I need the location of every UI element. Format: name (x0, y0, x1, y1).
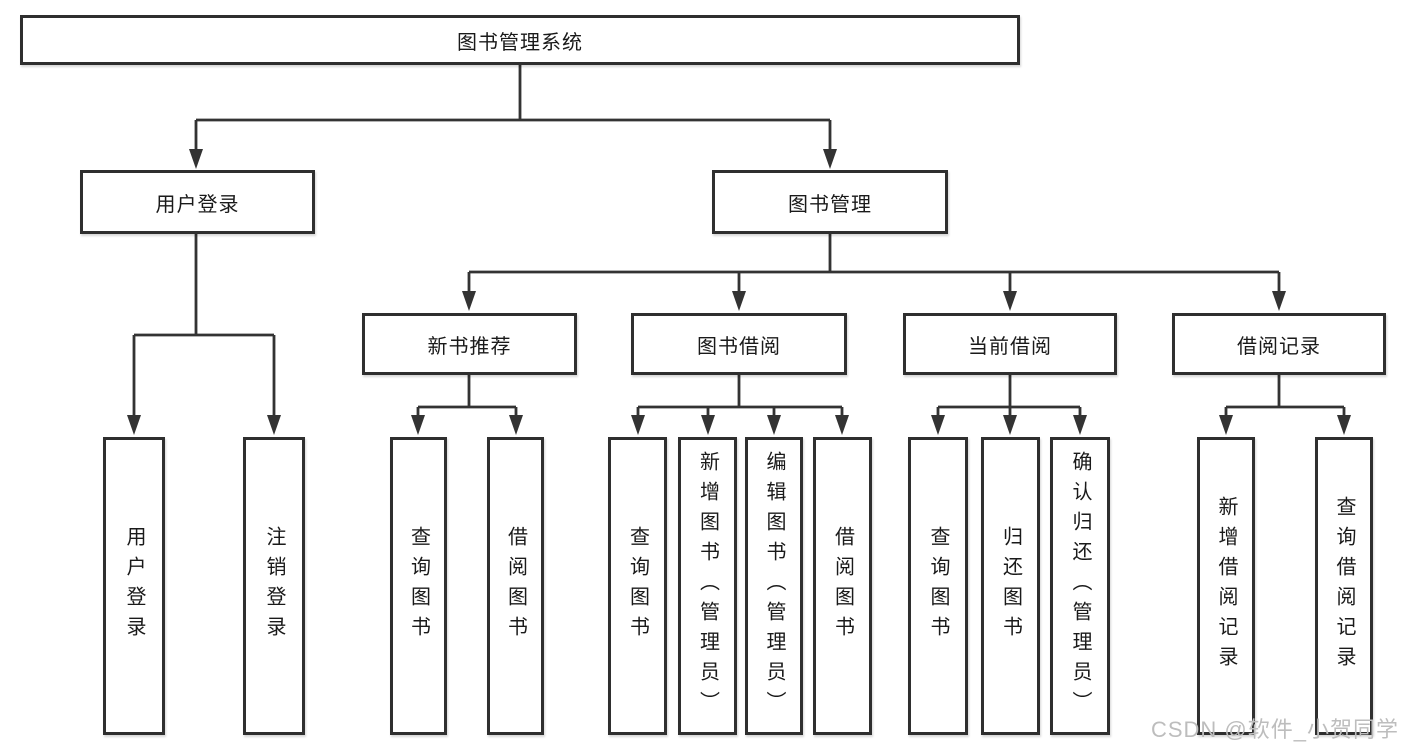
node-label: 查询图书 (626, 526, 649, 646)
node-leaf-query-books-2: 查询图书 (608, 437, 667, 735)
node-label: 新书推荐 (427, 335, 512, 358)
node-label: 借阅记录 (1237, 335, 1321, 358)
node-borrow-records: 借阅记录 (1172, 313, 1386, 375)
node-label: 当前借阅 (968, 335, 1052, 358)
node-book-borrow: 图书借阅 (631, 313, 847, 375)
node-leaf-add-borrow-record: 新增借阅记录 (1197, 437, 1255, 735)
node-label: 查询借阅记录 (1333, 496, 1355, 676)
node-leaf-borrow-books-2: 借阅图书 (813, 437, 872, 735)
node-leaf-return-books: 归还图书 (981, 437, 1040, 735)
node-label: 图书管理 (788, 193, 872, 216)
node-leaf-user-login: 用户登录 (103, 437, 165, 735)
node-label: 用户登录 (155, 193, 240, 216)
node-leaf-query-books-3: 查询图书 (908, 437, 968, 735)
node-label: 借阅图书 (831, 526, 854, 646)
node-label: 确认归还（管理员） (1069, 451, 1091, 721)
node-current-borrow: 当前借阅 (903, 313, 1117, 375)
node-label: 借阅图书 (504, 526, 527, 646)
node-leaf-query-borrow-record: 查询借阅记录 (1315, 437, 1373, 735)
node-leaf-confirm-return-admin: 确认归还（管理员） (1050, 437, 1110, 735)
node-leaf-add-book-admin: 新增图书（管理员） (678, 437, 737, 735)
node-leaf-borrow-books-1: 借阅图书 (487, 437, 544, 735)
node-library-management-system: 图书管理系统 (20, 15, 1020, 65)
csdn-watermark: CSDN @软件_小贺同学 (1150, 717, 1399, 742)
node-label: 注销登录 (263, 526, 285, 646)
node-label: 编辑图书（管理员） (763, 451, 785, 721)
node-label: 新增图书（管理员） (696, 451, 719, 721)
node-new-book-recommend: 新书推荐 (362, 313, 577, 375)
node-label: 图书管理系统 (457, 31, 583, 54)
node-leaf-edit-book-admin: 编辑图书（管理员） (745, 437, 803, 735)
node-leaf-logout: 注销登录 (243, 437, 305, 735)
node-label: 查询图书 (407, 526, 430, 646)
node-label: 查询图书 (927, 526, 949, 646)
node-user-login-module: 用户登录 (80, 170, 315, 234)
node-label: 新增借阅记录 (1215, 496, 1237, 676)
node-label: 图书借阅 (697, 335, 781, 358)
node-book-management-module: 图书管理 (712, 170, 948, 234)
node-leaf-query-books-1: 查询图书 (390, 437, 447, 735)
node-label: 归还图书 (999, 526, 1022, 646)
node-label: 用户登录 (123, 526, 145, 646)
